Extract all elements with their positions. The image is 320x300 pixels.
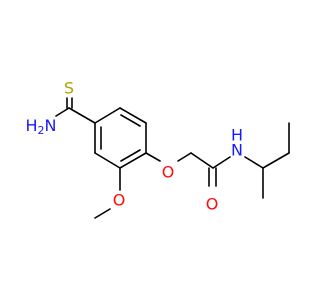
thioamide-h-subscript: 2 <box>38 124 45 137</box>
amide-sec-butyl-group: N H <box>231 122 290 199</box>
sulfur-atom-label: S <box>64 79 74 98</box>
ring-bond-c4-c5 <box>119 152 147 169</box>
ether-acetamide-chain: O O <box>145 152 231 214</box>
bond-ring-to-thioamide-carbon <box>68 107 96 124</box>
ring-bond-c2-c3 <box>119 107 147 124</box>
bond-amide-nitrogen-to-ch <box>244 156 264 169</box>
bond-ether-oxygen-to-ch2 <box>177 152 192 162</box>
benzene-ring <box>94 107 147 169</box>
thioamide-n-symbol: N <box>45 116 57 135</box>
molecule-structure-diagram: S H2N O O O N H <box>26 79 290 219</box>
bond-ch-to-ethyl-ch2 <box>262 152 290 169</box>
methoxy-oxygen-label: O <box>113 191 126 210</box>
bond-thioamide-carbon-to-nh2 <box>55 107 70 117</box>
ring-inner-bond-bottom <box>120 149 141 162</box>
amide-nitrogen-label: N <box>231 141 243 160</box>
thioamide-nitrogen-label: H2N <box>26 116 57 137</box>
bond-methoxy-oxygen-to-methyl <box>94 208 111 219</box>
methoxy-group: O <box>94 167 126 219</box>
bond-ring-to-ether-oxygen <box>145 152 161 162</box>
ring-bond-c5-c6 <box>94 152 121 169</box>
bond-ch2-to-carbonyl-carbon <box>190 152 214 169</box>
bond-carbonyl-carbon-to-amide-nitrogen <box>212 156 231 169</box>
thioamide-group: S H2N <box>26 79 96 137</box>
thioamide-h-symbol: H <box>26 116 38 135</box>
ether-oxygen-label: O <box>162 163 175 182</box>
ring-inner-bond-top <box>120 114 141 127</box>
amide-hydrogen-label: H <box>231 126 243 145</box>
ring-bond-c1-c2 <box>94 107 121 124</box>
carbonyl-oxygen-label: O <box>206 195 219 214</box>
